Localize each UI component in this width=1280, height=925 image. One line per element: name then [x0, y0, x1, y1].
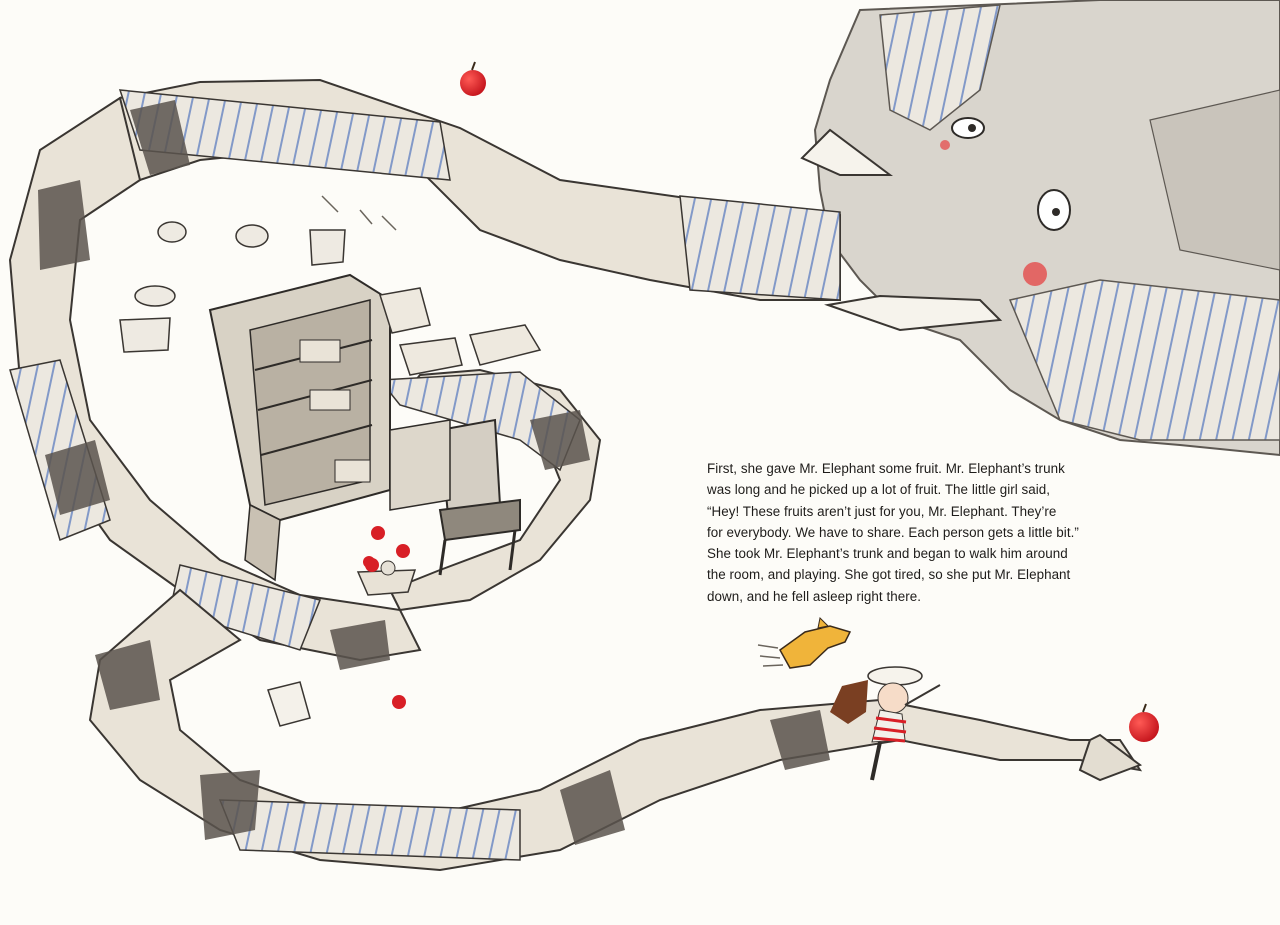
- elephant-trunk: [8, 78, 1143, 872]
- desk: [389, 419, 451, 511]
- books: [379, 287, 542, 376]
- story-line: the room, and playing. She got tired, so…: [707, 567, 1071, 583]
- story-line: was long and he picked up a lot of fruit…: [707, 482, 1051, 498]
- little-girl: [830, 666, 941, 781]
- story-line: “Hey! These fruits aren’t just for you, …: [707, 503, 1057, 519]
- story-line: for everybody. We have to share. Each pe…: [707, 524, 1079, 540]
- story-line: She took Mr. Elephant’s trunk and began …: [707, 546, 1068, 562]
- story-line: down, and he fell asleep right there.: [707, 588, 922, 604]
- teaware: [119, 195, 397, 353]
- story-text: First, she gave Mr. Elephant some fruit.…: [707, 458, 1079, 607]
- bookshelf: [208, 273, 391, 582]
- notepad: [267, 681, 311, 727]
- yellow-dog: [757, 616, 852, 669]
- story-line: First, she gave Mr. Elephant some fruit.…: [707, 461, 1065, 476]
- elephant-head: [800, 0, 1280, 457]
- apples: [363, 61, 1159, 742]
